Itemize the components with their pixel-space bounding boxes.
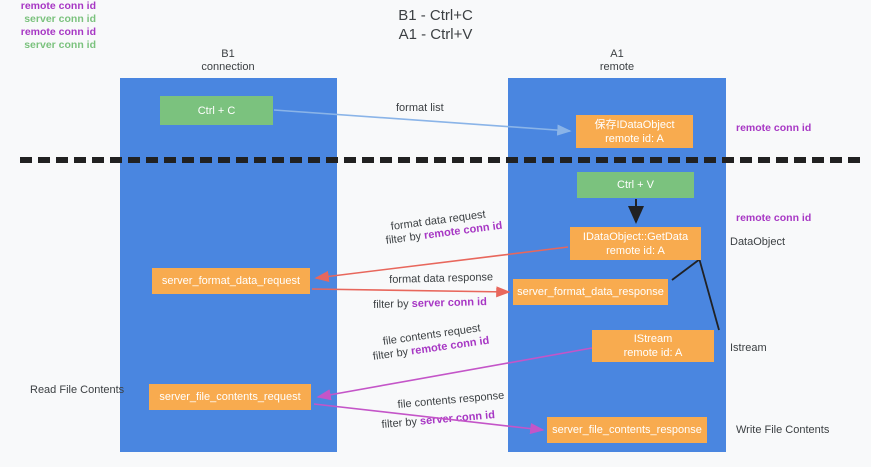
node-idataobject[interactable]: 保存IDataObject remote id: A [576,115,693,148]
node-istream-line1: IStream [633,333,673,345]
column-header-b1-name: B1 [221,48,235,60]
node-server-format-data-request[interactable]: server_format_data_request [152,268,310,294]
node-ctrl-v[interactable]: Ctrl + V [577,172,694,198]
node-server-file-contents-response[interactable]: server_file_contents_response [547,417,707,443]
node-istream[interactable]: IStream remote id: A [592,330,714,362]
title-line-2: A1 - Ctrl+V [398,26,473,43]
column-header-b1: B1 connection [168,48,288,74]
annotation-remote-conn-id-mid: remote conn id [736,212,812,224]
filter-key-server-conn-id: server conn id [419,409,496,428]
edge-label-format-data-response-filter: filter by server conn id [373,295,487,312]
page-title: B1 - Ctrl+C A1 - Ctrl+V [0,6,871,44]
annotation-left-conn-ids-1: remote conn id server conn id [0,0,96,26]
connector-format-data-response [311,286,511,298]
column-header-a1: A1 remote [557,48,677,74]
node-ctrl-c[interactable]: Ctrl + C [160,96,273,125]
column-header-a1-name: A1 [610,48,624,60]
node-getdata-line1: IDataObject::GetData [582,230,689,243]
edge-label-format-data-response: format data response [389,271,494,286]
node-getdata-line2: remote id: A [606,244,665,257]
annotation-left-conn-ids-2: remote conn id server conn id [0,26,96,52]
column-header-b1-role: connection [201,61,255,73]
annotation-server-conn-id-left-1: server conn id [24,13,96,25]
annotation-istream: Istream [730,342,767,354]
annotation-server-conn-id-left-2: server conn id [24,39,96,51]
node-server-format-data-response[interactable]: server_format_data_response [513,279,668,305]
column-header-a1-role: remote [599,61,635,73]
node-idataobject-line2: remote id: A [605,132,664,145]
node-idataobject-line1: 保存IDataObject [594,118,675,131]
title-line-1: B1 - Ctrl+C [398,7,473,24]
edge-label-format-list: format list [396,102,444,114]
filter-prefix: filter by [372,345,412,363]
annotation-remote-conn-id-top: remote conn id [736,122,812,134]
annotation-remote-conn-id-left-2: remote conn id [20,26,96,38]
phase-divider [20,157,860,163]
filter-prefix: filter by [373,297,412,311]
filter-prefix: filter by [385,229,425,247]
annotation-dataobject: DataObject [730,236,786,248]
annotation-remote-conn-id-left-1: remote conn id [20,0,96,12]
filter-key-server-conn-id: server conn id [411,296,488,310]
filter-prefix: filter by [381,415,421,431]
annotation-write-file-contents: Write File Contents [736,424,830,436]
node-istream-line2: remote id: A [623,347,683,359]
node-idataobject-getdata[interactable]: IDataObject::GetData remote id: A [570,227,701,260]
node-server-file-contents-request[interactable]: server_file_contents_request [149,384,311,410]
annotation-read-file-contents: Read File Contents [30,384,125,396]
